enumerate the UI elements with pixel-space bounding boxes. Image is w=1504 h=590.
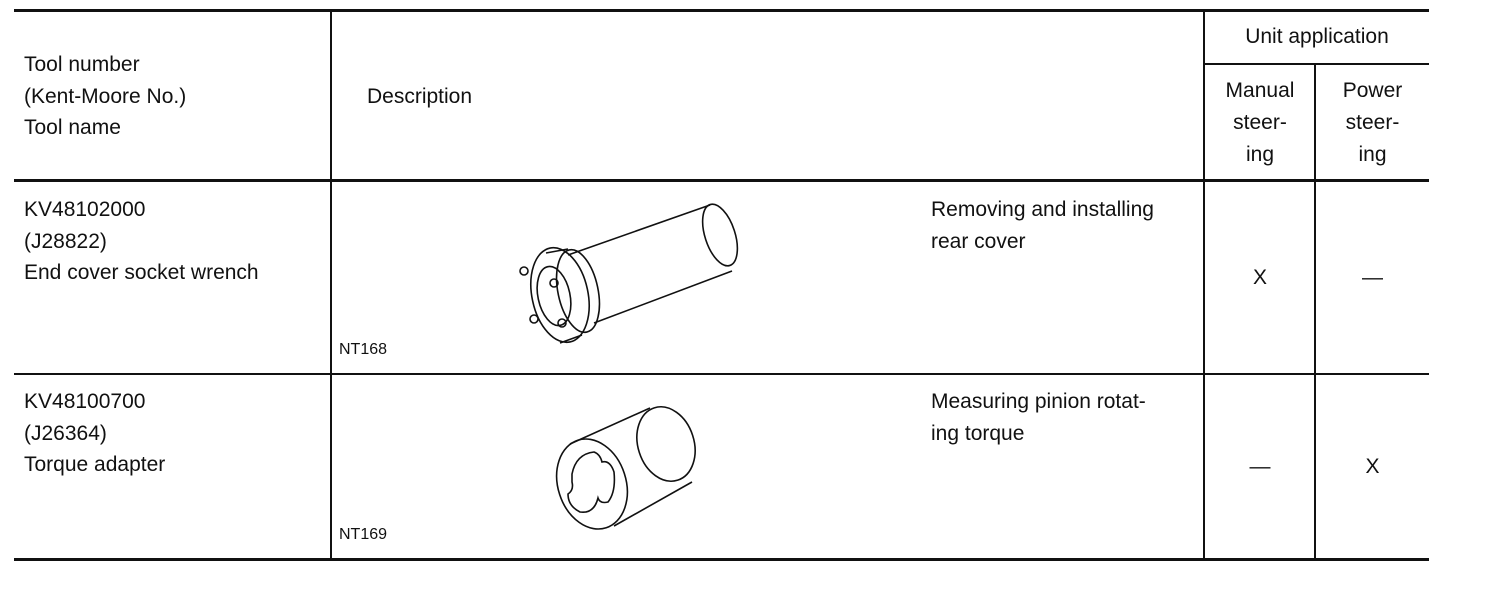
torque-adapter-illustration: [555, 406, 696, 530]
tool-number: KV48102000: [24, 198, 146, 221]
row-divider: [14, 373, 1429, 375]
table-top-border: [14, 9, 1429, 12]
header-bottom-border: [14, 179, 1429, 182]
header-unit-application: Unit application: [1245, 25, 1389, 48]
header-manual-line-2: steer-: [1233, 111, 1287, 134]
header-power-line-3: ing: [1358, 143, 1387, 166]
header-power-line-2: steer-: [1345, 111, 1400, 134]
description-line-1: Measuring pinion rotat-: [931, 390, 1146, 413]
manual-steering-application: X: [1252, 266, 1267, 289]
manual-steering-application: —: [1249, 455, 1271, 478]
description-line-2: ing torque: [931, 422, 1025, 445]
power-steering-application: X: [1365, 455, 1380, 478]
header-power-line-1: Power: [1342, 79, 1403, 102]
header-tool-number: Tool number: [24, 53, 140, 76]
figure-id: NT168: [339, 341, 388, 358]
header-manual-line-1: Manual: [1225, 79, 1295, 102]
tool-number: KV48100700: [24, 390, 146, 413]
header-tool-name: Tool name: [24, 116, 121, 139]
col-divider-description: [1203, 9, 1205, 561]
header-manual-line-3: ing: [1245, 143, 1275, 166]
unit-application-divider: [1204, 63, 1429, 65]
figure-id: NT169: [339, 526, 388, 543]
tool-name: End cover socket wrench: [24, 261, 259, 284]
tool-name: Torque adapter: [24, 453, 166, 476]
power-steering-application: —: [1362, 266, 1383, 289]
header-kent-moore: (Kent-Moore No.): [24, 85, 187, 108]
table-bottom-border: [14, 558, 1429, 561]
end-cover-socket-wrench-illustration: [519, 203, 739, 344]
kent-moore-number: (J28822): [24, 230, 107, 253]
col-divider-manual: [1314, 63, 1316, 561]
col-divider-tool: [330, 9, 332, 561]
kent-moore-number: (J26364): [24, 422, 107, 445]
description-line-1: Removing and installing: [931, 198, 1154, 221]
header-description: Description: [367, 85, 473, 108]
description-line-2: rear cover: [931, 230, 1026, 253]
